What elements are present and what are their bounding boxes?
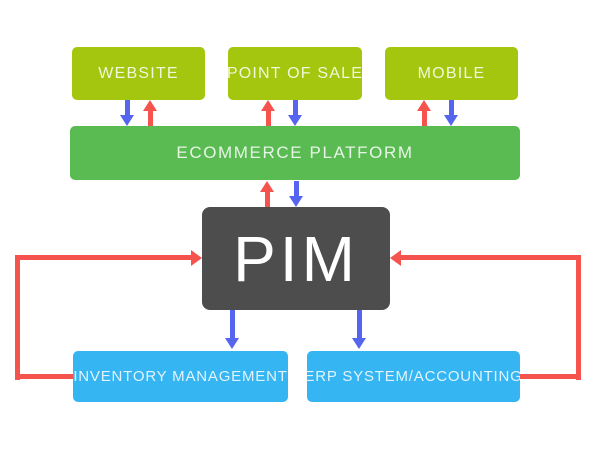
arrow-mobile-to-platform-icon [444,100,458,126]
arrow-platform-to-pos-icon [261,100,275,126]
node-mobile: MOBILE [385,47,518,100]
arrow-platform-to-pim-icon [289,181,303,207]
loop-right-arrowhead-icon [390,250,401,266]
arrow-pim-to-erp-icon [352,310,366,349]
arrow-pim-to-inventory-icon [225,310,239,349]
loop-left-top-line [15,255,191,260]
loop-left-bottom-line [15,374,73,379]
node-website: WEBSITE [72,47,205,100]
arrow-website-to-platform-icon [120,100,134,126]
arrow-platform-to-website-icon [143,100,157,126]
node-pim: PIM [202,207,390,310]
arrow-pos-to-platform-icon [288,100,302,126]
node-inventory-management: INVENTORY MANAGEMENT [73,351,288,402]
arrow-pim-to-platform-icon [260,181,274,207]
loop-left-arrowhead-icon [191,250,202,266]
loop-left-vertical-line [15,255,20,380]
node-erp-system-accounting: ERP SYSTEM/ACCOUNTING [304,351,522,402]
arrow-platform-to-mobile-icon [417,100,431,126]
node-ecommerce-platform: ECOMMERCE PLATFORM [70,126,520,180]
loop-right-top-line [401,255,581,260]
loop-right-bottom-line [520,374,581,379]
node-point-of-sale: POINT OF SALE [227,47,362,100]
loop-right-vertical-line [576,255,581,380]
